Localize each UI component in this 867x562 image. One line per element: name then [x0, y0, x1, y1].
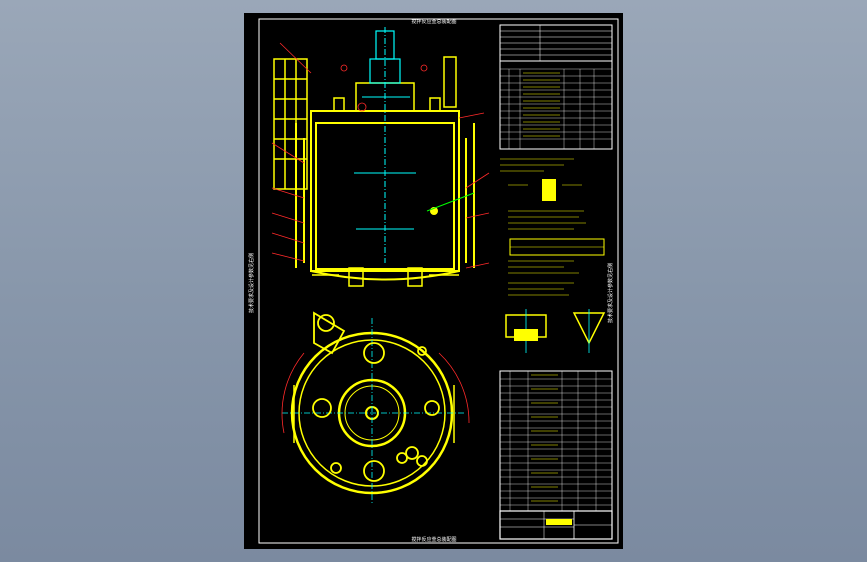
nozzle-table	[499, 60, 613, 150]
bottom-caption: 搅拌反应釜总装配图	[411, 536, 456, 543]
border-frame	[258, 18, 619, 544]
ladder	[273, 58, 308, 190]
leader-lines	[271, 42, 490, 269]
plan-nozzles	[312, 314, 440, 482]
left-caption: 技术要求及设计参数见右侧	[248, 253, 255, 313]
design-data-table	[499, 24, 613, 62]
detail-views	[505, 309, 606, 353]
hatch-sample	[542, 179, 556, 201]
agitator-drive	[354, 27, 416, 263]
cad-drawing: 搅拌反应釜总装配图 搅拌反应釜总装配图 技术要求及设计参数见右侧 技术要求及设计…	[248, 18, 619, 544]
top-caption: 搅拌反应釜总装配图	[411, 18, 456, 25]
bill-of-materials	[499, 370, 613, 512]
right-caption: 技术要求及设计参数见右侧	[607, 263, 614, 323]
manway-bracket	[313, 311, 346, 355]
technical-requirements	[500, 158, 605, 296]
drawing-sheet: 搅拌反应釜总装配图 搅拌反应釜总装配图 技术要求及设计参数见右侧 技术要求及设计…	[244, 13, 623, 549]
plan-view	[281, 311, 470, 503]
side-nozzle-leader	[426, 192, 475, 212]
title-block	[499, 510, 613, 540]
front-view	[271, 27, 490, 287]
